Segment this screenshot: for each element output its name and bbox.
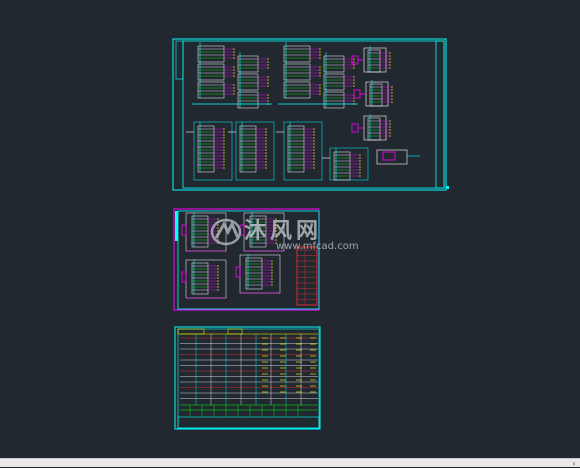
sheet-1-left-strip <box>175 40 184 80</box>
sheet-1-inner-frame <box>182 40 445 189</box>
sheet-1-circuit-blocks <box>186 42 420 181</box>
sheet-3-table-lines <box>177 328 318 417</box>
watermark-site-name: 沐风网 <box>244 219 322 244</box>
sheet-2-table <box>296 246 318 306</box>
horizontal-scrollbar[interactable]: ‹ <box>0 458 580 468</box>
watermark: 沐风网 www.mfcad.com <box>210 218 359 252</box>
sheet-3-title-block <box>177 416 320 429</box>
mf-logo-icon <box>210 218 242 246</box>
sheet-1-title-block <box>435 40 445 189</box>
sheet-2-control-circuit-diagram[interactable] <box>173 208 320 311</box>
sheet-2-left-strip <box>175 211 178 241</box>
sheet-3-wiring-table[interactable] <box>174 326 321 430</box>
sheet-2-circuit-blocks <box>181 212 317 305</box>
sheet-3-outer-frame <box>174 326 321 430</box>
watermark-url: www.mfcad.com <box>276 241 359 252</box>
sheet-1-corner-mark <box>446 186 449 189</box>
cad-drawing-canvas[interactable]: 沐风网 www.mfcad.com <box>0 0 580 458</box>
sheet-1-outer-frame <box>172 38 447 191</box>
sheet-1-distribution-system-diagram[interactable] <box>172 38 449 191</box>
sheet-2-inner-frame <box>177 210 320 310</box>
scroll-left-arrow-icon[interactable]: ‹ <box>572 459 576 468</box>
